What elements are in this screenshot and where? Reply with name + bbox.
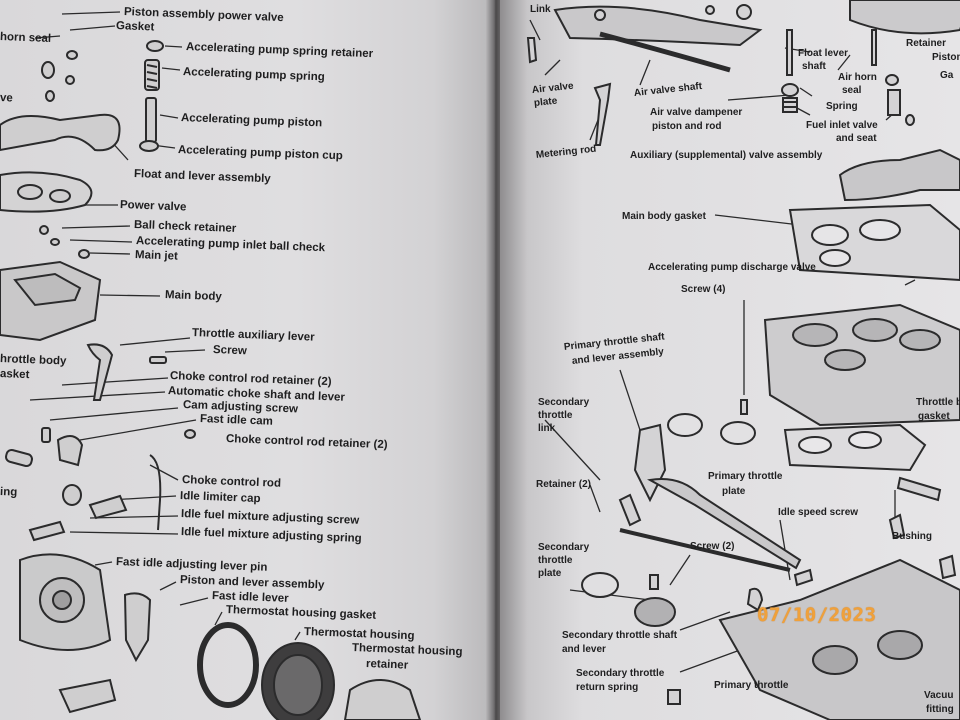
label-piston-fragment: Piston <box>932 52 960 63</box>
label-gasket-fragment-right: Ga <box>940 70 954 81</box>
label-horn-seal: horn seal <box>0 31 52 45</box>
label-fuel-inlet-valve-line1: Fuel inlet valve <box>806 120 878 131</box>
label-screw-4: Screw (4) <box>681 284 726 295</box>
label-secondary-throttle-link-line1: Secondary <box>538 397 590 408</box>
label-main-jet: Main jet <box>134 249 179 263</box>
label-thermostat-housing-retainer-line2: retainer <box>365 658 409 672</box>
label-throttle-body-gasket-line1: Throttle b <box>916 397 960 408</box>
label-ing-fragment: ing <box>0 486 18 499</box>
label-secondary-throttle-link-line3: link <box>538 423 556 434</box>
label-secondary-throttle-plate-line3: plate <box>538 568 562 579</box>
label-secondary-shaft-lever-line1: Secondary throttle shaft <box>562 630 678 641</box>
label-float-lever-shaft-line1: Float lever <box>798 48 849 59</box>
label-air-horn-seal-line1: Air horn <box>838 72 877 83</box>
label-air-valve-dampener-line1: Air valve dampener <box>650 107 743 118</box>
label-air-valve-dampener-line2: piston and rod <box>652 121 722 132</box>
label-ve-fragment: ve <box>0 92 14 105</box>
label-secondary-throttle-link-line2: throttle <box>538 410 573 421</box>
left-page <box>0 0 492 720</box>
label-vacuum-fitting-line2: fitting <box>926 704 954 715</box>
right-page <box>500 0 960 720</box>
label-secondary-throttle-plate-line2: throttle <box>538 555 573 566</box>
book-gutter <box>486 0 504 720</box>
label-link: Link <box>530 4 551 15</box>
label-main-body: Main body <box>164 289 223 304</box>
label-acc-pump-discharge-valve: Accelerating pump discharge valve <box>648 262 816 273</box>
label-fuel-inlet-valve-line2: and seat <box>836 133 877 144</box>
label-retainer-top: Retainer <box>906 38 947 49</box>
label-secondary-shaft-lever-line2: and lever <box>562 644 606 655</box>
label-secondary-return-spring-line1: Secondary throttle <box>576 668 665 679</box>
label-screw-2: Screw (2) <box>690 541 735 552</box>
left-exploded-diagram <box>0 11 422 720</box>
label-float-lever-shaft-line2: shaft <box>802 61 826 72</box>
label-throttle-body-fragment: hrottle body <box>0 353 67 368</box>
label-spring-right: Spring <box>826 101 858 112</box>
label-secondary-return-spring-line2: return spring <box>576 682 639 693</box>
label-air-horn-seal-line2: seal <box>842 85 862 96</box>
label-main-body-gasket: Main body gasket <box>622 211 706 222</box>
photo-date-stamp: 07/10/2023 <box>757 604 877 626</box>
right-exploded-diagram <box>526 0 960 720</box>
label-screw-left: Screw <box>212 344 248 358</box>
label-bushing: Bushing <box>892 531 932 542</box>
label-primary-throttle-plate-line2: plate <box>722 486 746 497</box>
label-throttle-body-gasket-line2: gasket <box>918 411 950 422</box>
label-power-valve: Power valve <box>119 199 187 214</box>
label-primary-throttle-bottom: Primary throttle <box>714 680 789 691</box>
label-secondary-throttle-plate-line1: Secondary <box>538 542 590 553</box>
label-idle-speed-screw: Idle speed screw <box>778 507 859 518</box>
label-primary-throttle-plate-line1: Primary throttle <box>708 471 783 482</box>
label-gasket-fragment: asket <box>0 368 30 382</box>
label-gasket-top: Gasket <box>115 20 155 34</box>
label-auxiliary-valve-assembly: Auxiliary (supplemental) valve assembly <box>630 150 823 161</box>
label-vacuum-fitting-line1: Vacuu <box>924 690 954 701</box>
label-retainer-2: Retainer (2) <box>536 479 592 490</box>
